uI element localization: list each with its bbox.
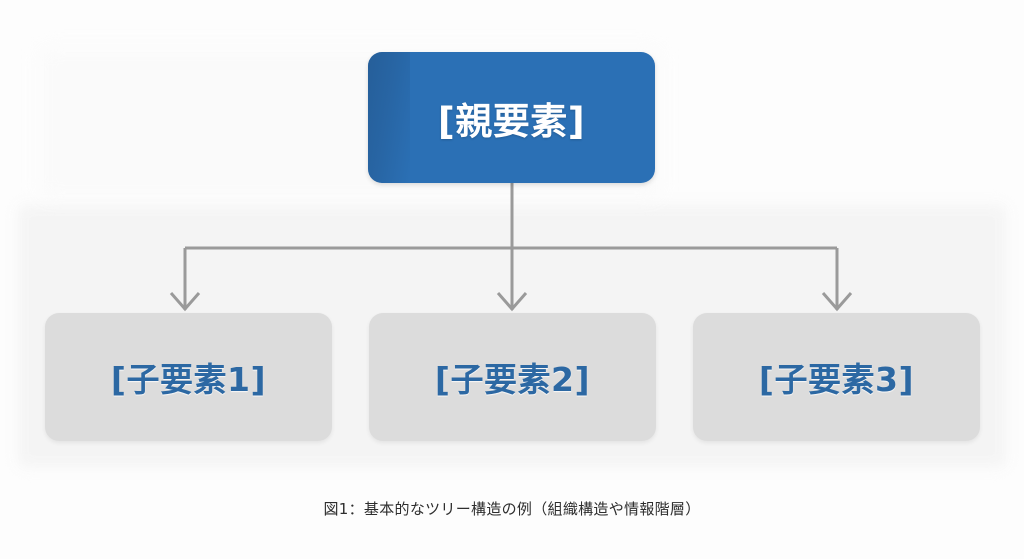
tree-node-parent-label: [親要素] xyxy=(437,99,586,143)
tree-node-child-2[interactable]: [子要素2] xyxy=(369,313,656,441)
arrowhead-1 xyxy=(169,292,201,312)
tree-node-child-1[interactable]: [子要素1] xyxy=(45,313,332,441)
tree-node-child-2-label: [子要素2] xyxy=(434,360,591,399)
tree-node-child-1-label: [子要素1] xyxy=(110,360,267,399)
arrowhead-2 xyxy=(496,292,528,312)
tree-node-child-3-label: [子要素3] xyxy=(758,360,915,399)
arrowhead-3 xyxy=(821,292,853,312)
tree-node-parent[interactable]: [親要素] xyxy=(368,52,655,183)
tree-node-child-3[interactable]: [子要素3] xyxy=(693,313,980,441)
figure-caption: 図1：基本的なツリー構造の例（組織構造や情報階層） xyxy=(323,500,701,518)
